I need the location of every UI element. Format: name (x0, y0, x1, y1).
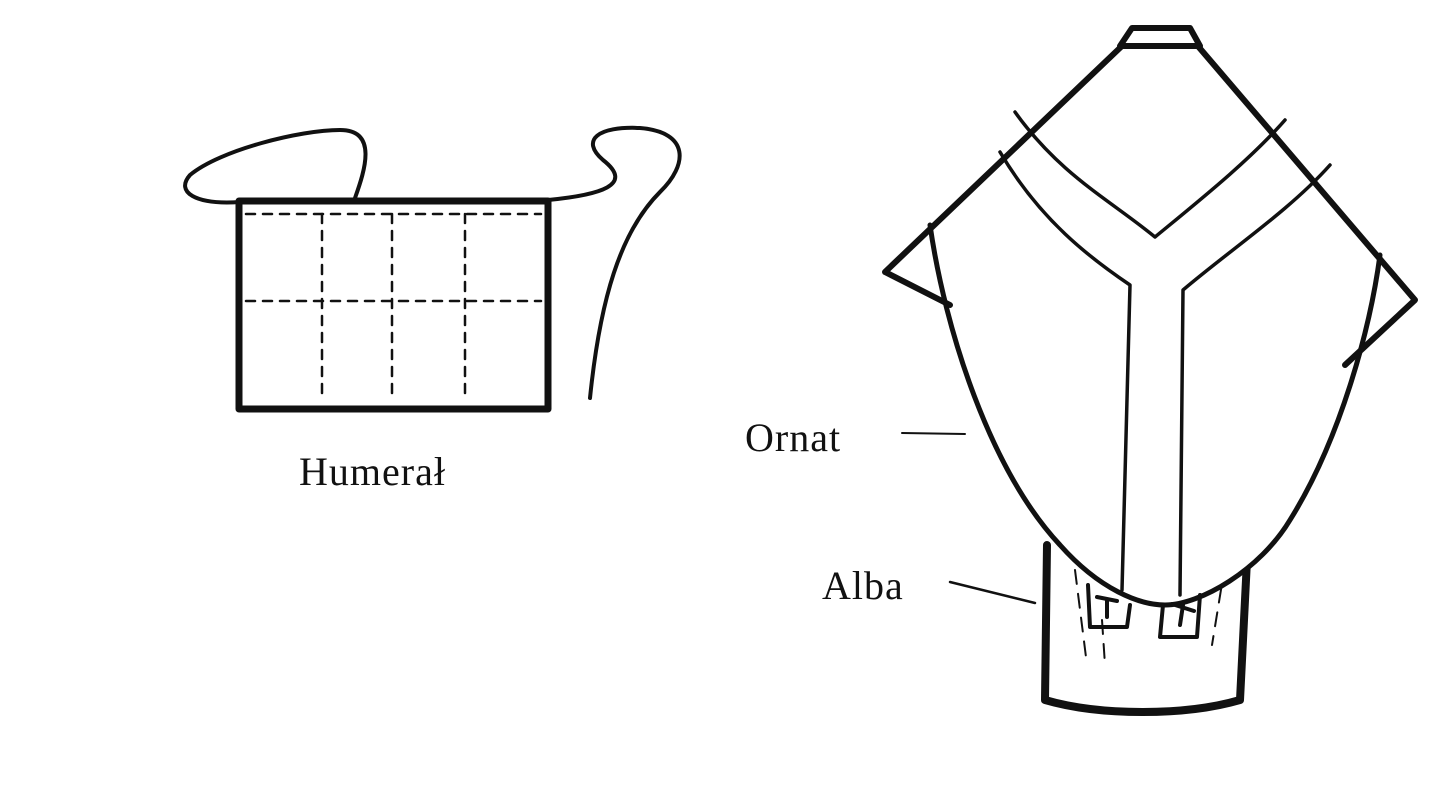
ornat-yoke-outer-right (1178, 163, 1332, 597)
alba-cuff-right (1158, 593, 1202, 639)
alba-label: Alba (822, 563, 904, 608)
humeral-drawing (183, 125, 682, 413)
humeral-cloth (235, 197, 552, 413)
humeral-right-string (546, 125, 682, 400)
ornat-right-wing (1194, 42, 1418, 368)
ornat-yoke-outer-left (998, 150, 1132, 592)
cross-icon (1170, 602, 1196, 627)
cross-icon (1095, 595, 1119, 619)
alba-pointer-line (948, 580, 1037, 605)
ornat-body (927, 222, 1383, 608)
humeral-fold-lines (244, 212, 543, 400)
ornat-left-wing (882, 42, 1126, 308)
humeral-label: Humerał (299, 449, 446, 494)
alba-outline (1041, 536, 1252, 716)
ornat-pointer-line (901, 432, 966, 435)
ornat-collar (1117, 25, 1203, 49)
ornat-yoke-inner (1013, 110, 1287, 239)
ornat-label: Ornat (745, 415, 842, 460)
humeral-left-string (183, 128, 368, 205)
ornat-drawing (882, 25, 1418, 639)
alba-cuff-left (1086, 583, 1132, 629)
